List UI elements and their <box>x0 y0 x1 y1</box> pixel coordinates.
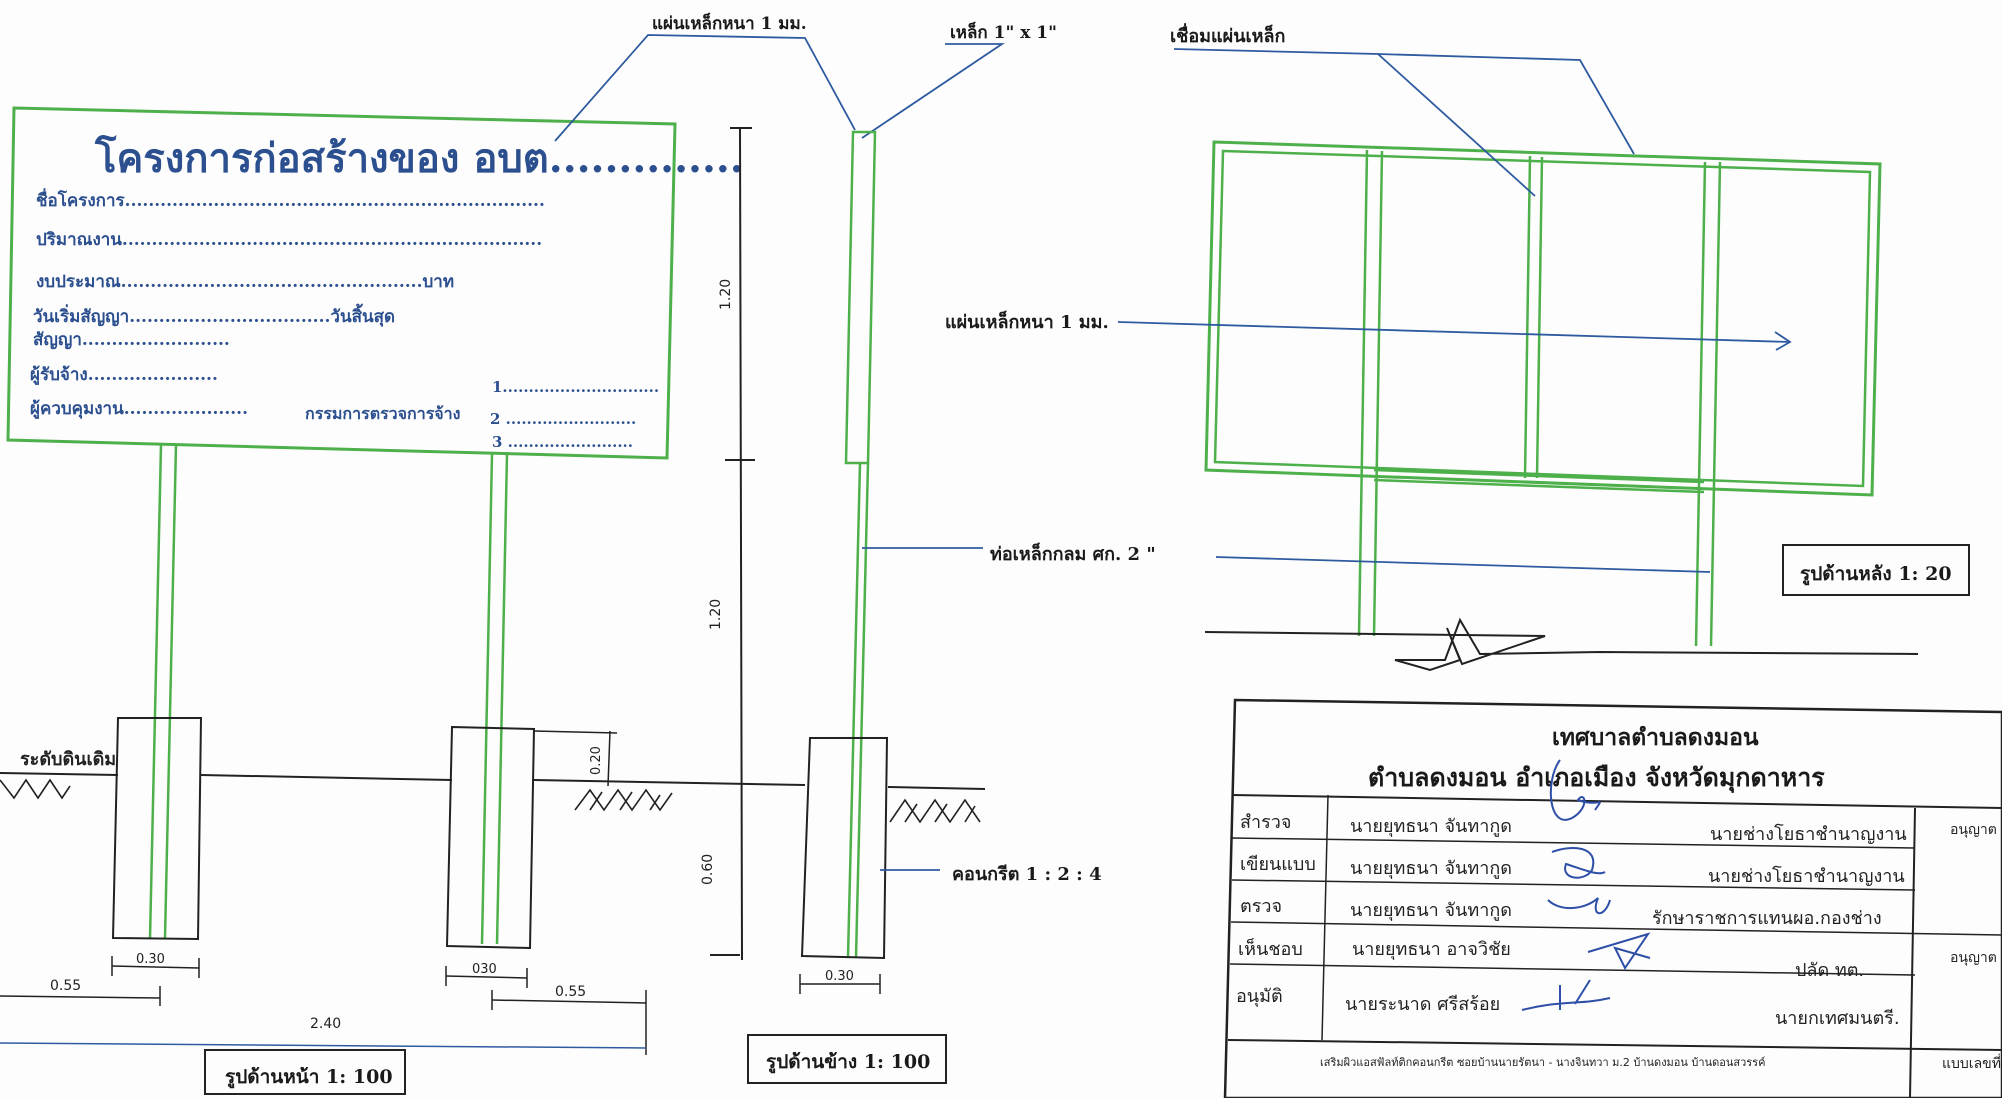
row-name-1: นายยุทธนา จันทากูด <box>1350 816 1512 837</box>
callout-weld-plate: เชื่อมแผ่นเหล็ก <box>1170 23 1285 47</box>
leader-steel <box>861 43 1005 139</box>
row-name-3: นายยุทธนา จันทากูด <box>1350 900 1512 921</box>
sign-contract-start: วันเริ่มสัญญา...........................… <box>33 303 395 327</box>
dim-depth: 0.60 <box>700 854 716 885</box>
front-view-title: รูปด้านหน้า 1: 100 <box>225 1066 393 1089</box>
signature-5 <box>1521 979 1611 1011</box>
title-block-frame <box>1223 698 2002 1098</box>
signature-3 <box>1547 897 1611 915</box>
dim-offset-1: 0.55 <box>50 978 81 994</box>
leader-plate <box>554 34 856 142</box>
dim-h-lower: 1.20 <box>708 599 724 630</box>
dim-total: 2.40 <box>310 1016 341 1032</box>
row-role-2: เขียนแบบ <box>1240 854 1316 875</box>
ground-level-label: ระดับดินเดิม <box>20 749 116 770</box>
callout-plate-back: แผ่นเหล็กหนา 1 มม. <box>945 310 1109 333</box>
sign-quantity: ปริมาณงาน...............................… <box>36 230 542 250</box>
sign-board <box>6 106 677 460</box>
sign-member-3: 3 ........................ <box>492 433 633 451</box>
footing-left <box>111 717 203 941</box>
sign-contract: สัญญา......................... <box>33 330 230 350</box>
title-org: เทศบาลตำบลดงมอน <box>1552 724 1759 751</box>
side-view: ท่อเหล็กกลม ศก. 2 " คอนกรีต 1 : 2 : 4 0.… <box>700 127 1156 1084</box>
title-block: เทศบาลตำบลดงมอน ตำบลดงมอน อำเภอเมือง จัง… <box>1223 698 2002 1098</box>
row-position-3: รักษาราชการแทนผอ.กองช่าง <box>1652 908 1882 929</box>
signature-4 <box>1587 932 1651 970</box>
row-role-1: สำรวจ <box>1240 812 1291 833</box>
back-frame-outer <box>1204 140 1882 497</box>
signature-2 <box>1551 847 1606 879</box>
leader-weld-1 <box>1173 48 1536 197</box>
dim-cap: 0.20 <box>589 746 604 775</box>
footing-right <box>445 725 536 950</box>
row-position-1: นายช่างโยธาชำนาญงาน <box>1710 823 1907 845</box>
row-role-3: ตรวจ <box>1240 896 1282 917</box>
signature-marks <box>1521 759 1651 1011</box>
back-view-title: รูปด้านหลัง 1: 20 <box>1800 563 1952 586</box>
dim-foot-w2: 030 <box>472 962 497 977</box>
back-frame-inner <box>1213 149 1872 488</box>
row-name-2: นายยุทธนา จันทากูด <box>1350 858 1512 879</box>
right-col-3: แบบเลขที่ <box>1942 1054 2001 1072</box>
side-footing <box>800 737 889 960</box>
leader-weld-2 <box>1377 53 1635 155</box>
row-position-5: นายกเทศมนตรี. <box>1775 1008 1900 1029</box>
front-view <box>0 106 986 1055</box>
row-position-4: ปลัด ทต. <box>1795 960 1864 981</box>
ground-hatch <box>0 778 981 824</box>
sign-committee: กรรมการตรวจการจ้าง <box>305 404 460 423</box>
title-footer: เสริมผิวแอสฟัลท์ติกคอนกรีต ซอยบ้านนายรัต… <box>1320 1056 1765 1069</box>
callout-pipe: ท่อเหล็กกลม ศก. 2 " <box>990 542 1156 565</box>
callout-concrete: คอนกรีต 1 : 2 : 4 <box>952 864 1102 885</box>
row-name-5: นายระนาด ศรีสร้อย <box>1345 994 1500 1015</box>
title-location: ตำบลดงมอน อำเภอเมือง จังหวัดมุกดาหาร <box>1368 763 1825 794</box>
front-view-label-box: รูปด้านหน้า 1: 100 <box>204 1049 406 1095</box>
sign-supervisor: ผู้ควบคุมงาน..................... <box>30 399 248 420</box>
dim-foot-w3: 0.30 <box>825 969 854 984</box>
back-ground-break <box>1204 617 1919 672</box>
callout-plate-top: แผ่นเหล็กหนา 1 มม. <box>652 11 807 34</box>
sign-member-2: 2 ......................... <box>490 410 636 428</box>
sign-title: โครงการก่อสร้างของ อบต.............. <box>94 135 744 182</box>
side-view-title: รูปด้านข้าง 1: 100 <box>766 1051 930 1074</box>
sign-project-name: ชื่อโครงการ.............................… <box>36 188 545 211</box>
dim-offset-2: 0.55 <box>555 984 586 1000</box>
dim-h-upper: 1.20 <box>718 279 734 310</box>
dim-foot-w1: 0.30 <box>136 952 165 967</box>
right-col-2: อนุญาต <box>1950 950 1997 966</box>
callout-steel-1x1: เหล็ก 1" x 1" <box>950 20 1057 43</box>
right-col-1: อนุญาต <box>1950 822 1997 838</box>
sign-budget: งบประมาณ................................… <box>36 272 454 292</box>
sign-text: โครงการก่อสร้างของ อบต.............. ชื่… <box>30 135 744 451</box>
sign-member-1: 1.............................. <box>492 378 659 396</box>
side-dim-line <box>739 127 743 961</box>
signature-1 <box>1549 759 1601 821</box>
row-position-2: นายช่างโยธาชำนาญงาน <box>1708 865 1905 887</box>
side-plate <box>844 130 877 465</box>
row-role-5: อนุมัติ <box>1236 986 1283 1007</box>
sign-contractor: ผู้รับจ้าง...................... <box>30 365 218 386</box>
back-view: เชื่อมแผ่นเหล็ก แผ่นเหล็กหนา 1 มม. รูปด้… <box>945 23 1970 672</box>
row-name-4: นายยุทธนา อาจวิชัย <box>1352 939 1511 960</box>
row-role-4: เห็นชอบ <box>1238 937 1303 960</box>
